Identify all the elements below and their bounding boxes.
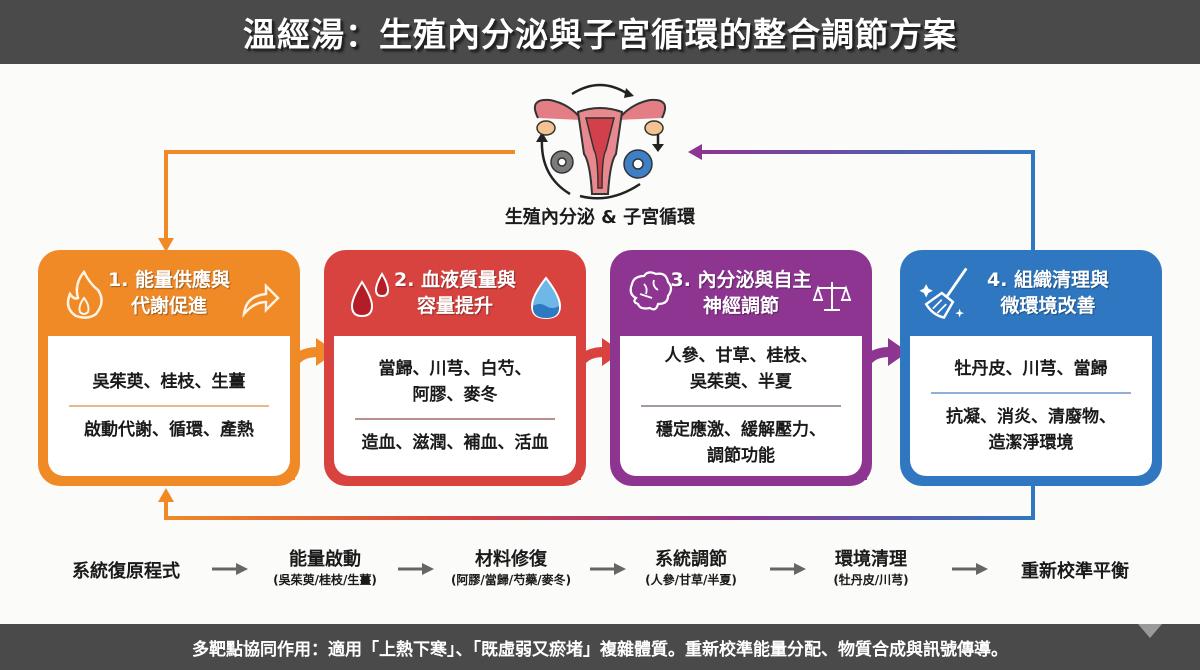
brain-icon: [629, 271, 673, 311]
hub-label: 生殖內分泌 & 子宮循環: [504, 207, 696, 228]
card-header: 3. 內分泌與自主 神經調節: [610, 250, 872, 336]
water-drop-icon: [530, 276, 562, 320]
card-endocrine-nerve: 3. 內分泌與自主 神經調節 人參、甘草、桂枝、 吳茱萸、半夏 穩定應激、緩解壓…: [610, 250, 872, 486]
arrow-right-icon: [952, 563, 988, 575]
card-body: 牡丹皮、川芎、當歸 抗凝、消炎、清廢物、 造潔淨環境: [910, 336, 1152, 476]
card-effects: 抗凝、消炎、清廢物、 造潔淨環境: [946, 407, 1116, 453]
bottom-return-loop: [164, 486, 1035, 520]
card-title: 1. 能量供應與 代謝促進: [107, 269, 231, 317]
card-tissue-cleanup: 4. 組織清理與 微環境改善 牡丹皮、川芎、當歸 抗凝、消炎、清廢物、 造潔淨環…: [900, 250, 1162, 486]
card-herbs: 當歸、川芎、白芍、 阿膠、麥冬: [378, 359, 532, 405]
card-effects: 造血、滋潤、補血、活血: [361, 433, 549, 453]
flow-step: 系統調節 (人參/甘草/半夏): [645, 549, 737, 587]
card-title: 4. 組織清理與 微環境改善: [986, 269, 1110, 317]
flame-icon: [66, 269, 103, 319]
flow-step: 材料修復 (阿膠/當歸/芍藥/麥冬): [450, 549, 572, 587]
card-effects: 穩定應激、緩解壓力、 調節功能: [656, 420, 826, 466]
blood-drops-icon: [350, 272, 390, 318]
card-body: 人參、甘草、桂枝、 吳茱萸、半夏 穩定應激、緩解壓力、 調節功能: [620, 336, 862, 476]
uterus-with-gears-icon: [534, 83, 666, 200]
process-flow: 系統復原程式 能量啟動 (吳茱萸/桂枝/生薑) 材料修復 (阿膠/當歸/芍藥/麥…: [0, 548, 1200, 604]
footer-notch: [1138, 624, 1162, 638]
footer-summary: 多靶點協同作用：適用「上熱下寒」、「既虛弱又瘀堵」複雜體質。重新校準能量分配、物…: [192, 639, 1008, 660]
card-herbs: 牡丹皮、川芎、當歸: [954, 359, 1108, 379]
flow-step: 能量啟動 (吳茱萸/桂枝/生薑): [273, 549, 377, 587]
footer-bar: 多靶點協同作用：適用「上熱下寒」、「既虛弱又瘀堵」複雜體質。重新校準能量分配、物…: [0, 624, 1200, 670]
card-divider: [931, 392, 1131, 394]
arrow-right-icon: [398, 563, 434, 575]
card-blood-quality: 2. 血液質量與 容量提升 當歸、川芎、白芍、 阿膠、麥冬 造血、滋潤、補血、活…: [324, 250, 586, 486]
flow-step: 重新校準平衡: [1021, 561, 1129, 582]
card-energy-metabolism: 1. 能量供應與 代謝促進 吳茱萸、桂枝、生薑 啟動代謝、循環、產熱: [38, 250, 300, 486]
card-title: 2. 血液質量與 容量提升: [393, 269, 517, 317]
card4-to-hub-arrow: [700, 150, 1035, 250]
card-herbs: 吳茱萸、桂枝、生薑: [92, 372, 246, 392]
card-body: 當歸、川芎、白芍、 阿膠、麥冬 造血、滋潤、補血、活血: [334, 336, 576, 476]
card-header: 2. 血液質量與 容量提升: [324, 250, 586, 336]
card-herbs: 人參、甘草、桂枝、 吳茱萸、半夏: [664, 346, 818, 392]
arrow-right-icon: [770, 563, 806, 575]
arrow-right-icon: [212, 563, 248, 575]
page-title: 溫經湯：生殖內分泌與子宮循環的整合調節方案: [243, 15, 957, 54]
flow-step: 環境清理 (牡丹皮/川芎): [833, 549, 909, 587]
card-divider: [641, 405, 841, 407]
card-header: 1. 能量供應與 代謝促進: [38, 250, 300, 336]
gear-blue-icon: [623, 149, 653, 179]
balance-scale-icon: [812, 282, 852, 311]
card-divider: [69, 405, 269, 407]
broom-sparkle-icon: [919, 267, 968, 319]
curved-arrow-icon: [242, 282, 280, 318]
card-header: 4. 組織清理與 微環境改善: [900, 250, 1162, 336]
card-effects: 啟動代謝、循環、產熱: [84, 420, 254, 440]
gear-gray-icon: [550, 150, 574, 174]
arrow-right-icon: [590, 563, 626, 575]
card-title: 3. 內分泌與自主 神經調節: [670, 269, 812, 317]
card-divider: [355, 418, 555, 420]
flow-step: 系統復原程式: [72, 561, 180, 582]
card-body: 吳茱萸、桂枝、生薑 啟動代謝、循環、產熱: [48, 336, 290, 476]
title-bar: 溫經湯：生殖內分泌與子宮循環的整合調節方案: [0, 0, 1200, 64]
